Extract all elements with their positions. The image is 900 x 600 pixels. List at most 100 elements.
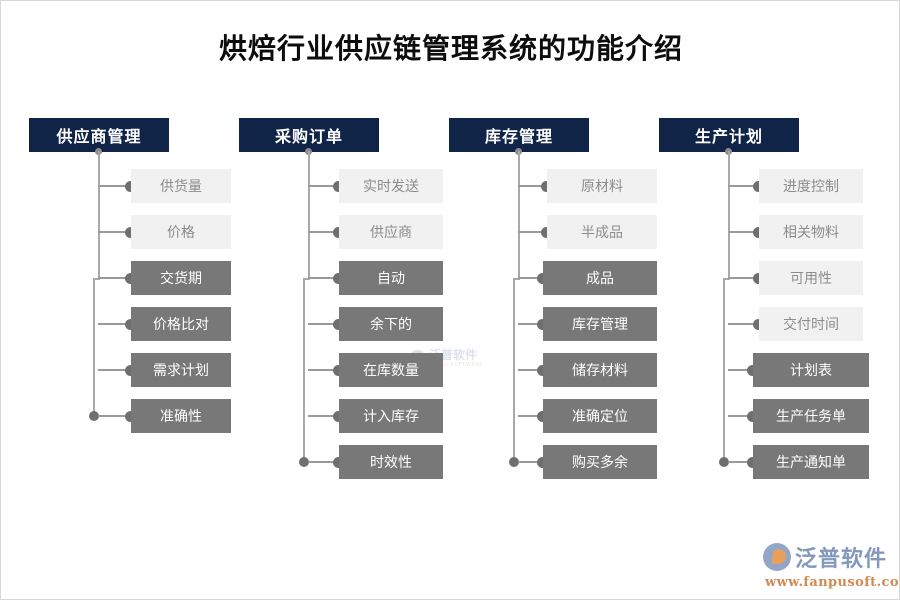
connector-dot-icon (537, 318, 548, 330)
connector-dot-icon (753, 272, 764, 284)
spine-jog (303, 278, 310, 280)
feature-item[interactable]: 价格比对 (131, 307, 231, 341)
feature-item[interactable]: 在库数量 (339, 353, 443, 387)
feature-item[interactable]: 可用性 (759, 261, 863, 295)
brand-name: 泛普软件 (795, 546, 888, 572)
brand-logo-row: 泛普软件 (763, 541, 887, 573)
connector-line (728, 415, 753, 417)
connector-line (728, 461, 753, 463)
connector-line (518, 369, 543, 371)
connector-dot-icon (747, 410, 758, 422)
connector-dot-icon (747, 364, 758, 376)
column-2: 采购订单实时发送供应商自动余下的在库数量计入库存时效性 (211, 1, 443, 599)
spine-lower (723, 278, 725, 462)
column-header[interactable]: 库存管理 (449, 118, 589, 152)
connector-line (98, 369, 131, 371)
connector-line (728, 185, 759, 187)
connector-line (98, 277, 131, 279)
feature-item[interactable]: 成品 (543, 261, 657, 295)
connector-line (308, 415, 339, 417)
feature-item[interactable]: 库存管理 (543, 307, 657, 341)
connector-dot-icon (753, 180, 764, 192)
spine-upper (308, 151, 310, 278)
feature-item[interactable]: 交付时间 (759, 307, 863, 341)
connector-dot-icon (333, 364, 344, 376)
spine-upper (728, 151, 730, 278)
connector-dot-icon (125, 180, 136, 192)
spine-jog (93, 278, 100, 280)
connector-line (308, 369, 339, 371)
feature-item[interactable]: 购买多余 (543, 445, 657, 479)
connector-dot-icon (333, 226, 344, 238)
connector-line (308, 277, 339, 279)
connector-dot-icon (125, 410, 136, 422)
spine-jog (723, 278, 730, 280)
connector-dot-icon (747, 456, 758, 468)
connector-line (308, 461, 339, 463)
spine-upper (98, 151, 100, 278)
connector-dot-icon (333, 410, 344, 422)
connector-line (308, 323, 339, 325)
connector-dot-icon (753, 226, 764, 238)
connector-dot-icon (333, 456, 344, 468)
feature-item[interactable]: 交货期 (131, 261, 231, 295)
feature-item[interactable]: 生产通知单 (753, 445, 869, 479)
spine-upper (518, 151, 520, 278)
column-4: 生产计划进度控制相关物料可用性交付时间计划表生产任务单生产通知单 (631, 1, 869, 599)
connector-line (308, 231, 339, 233)
fanpu-logo-icon (763, 542, 791, 571)
connector-dot-icon (125, 272, 136, 284)
connector-dot-icon (333, 272, 344, 284)
column-header[interactable]: 供应商管理 (29, 118, 169, 152)
connector-line (308, 185, 339, 187)
connector-dot-icon (541, 180, 552, 192)
column-header[interactable]: 生产计划 (659, 118, 799, 152)
spine-end-dot-icon (509, 457, 519, 467)
feature-item[interactable]: 原材料 (547, 169, 657, 203)
feature-item[interactable]: 生产任务单 (753, 399, 869, 433)
feature-item[interactable]: 相关物料 (759, 215, 863, 249)
feature-item[interactable]: 进度控制 (759, 169, 863, 203)
connector-line (728, 231, 759, 233)
feature-item[interactable]: 价格 (131, 215, 231, 249)
connector-line (98, 323, 131, 325)
connector-dot-icon (125, 226, 136, 238)
connector-line (518, 415, 543, 417)
brand-url: www.fanpusoft.com (765, 574, 900, 590)
feature-item[interactable]: 供货量 (131, 169, 231, 203)
connector-line (728, 369, 753, 371)
spine-end-dot-icon (719, 457, 729, 467)
spine-lower (513, 278, 515, 462)
connector-line (518, 185, 547, 187)
connector-line (728, 277, 759, 279)
connector-line (518, 461, 543, 463)
connector-line (518, 323, 543, 325)
feature-item[interactable]: 需求计划 (131, 353, 231, 387)
feature-item[interactable]: 准确定位 (543, 399, 657, 433)
connector-dot-icon (333, 180, 344, 192)
feature-item[interactable]: 余下的 (339, 307, 443, 341)
spine-end-dot-icon (89, 411, 99, 421)
page-title: 烘焙行业供应链管理系统的功能介绍 (218, 32, 683, 65)
feature-item[interactable]: 储存材料 (543, 353, 657, 387)
feature-item[interactable]: 自动 (339, 261, 443, 295)
spine-lower (303, 278, 305, 462)
connector-dot-icon (753, 318, 764, 330)
feature-item[interactable]: 实时发送 (339, 169, 443, 203)
connector-line (98, 231, 131, 233)
feature-item[interactable]: 准确性 (131, 399, 231, 433)
brand-logo: 泛普软件 www.fanpusoft.com (763, 541, 899, 590)
connector-dot-icon (541, 226, 552, 238)
spine-jog (513, 278, 520, 280)
feature-item[interactable]: 计入库存 (339, 399, 443, 433)
feature-item[interactable]: 计划表 (753, 353, 869, 387)
feature-item[interactable]: 供应商 (339, 215, 443, 249)
connector-dot-icon (537, 364, 548, 376)
feature-item[interactable]: 时效性 (339, 445, 443, 479)
feature-item[interactable]: 半成品 (547, 215, 657, 249)
connector-line (518, 231, 547, 233)
connector-dot-icon (537, 410, 548, 422)
column-header[interactable]: 采购订单 (239, 118, 379, 152)
spine-lower (93, 278, 95, 416)
